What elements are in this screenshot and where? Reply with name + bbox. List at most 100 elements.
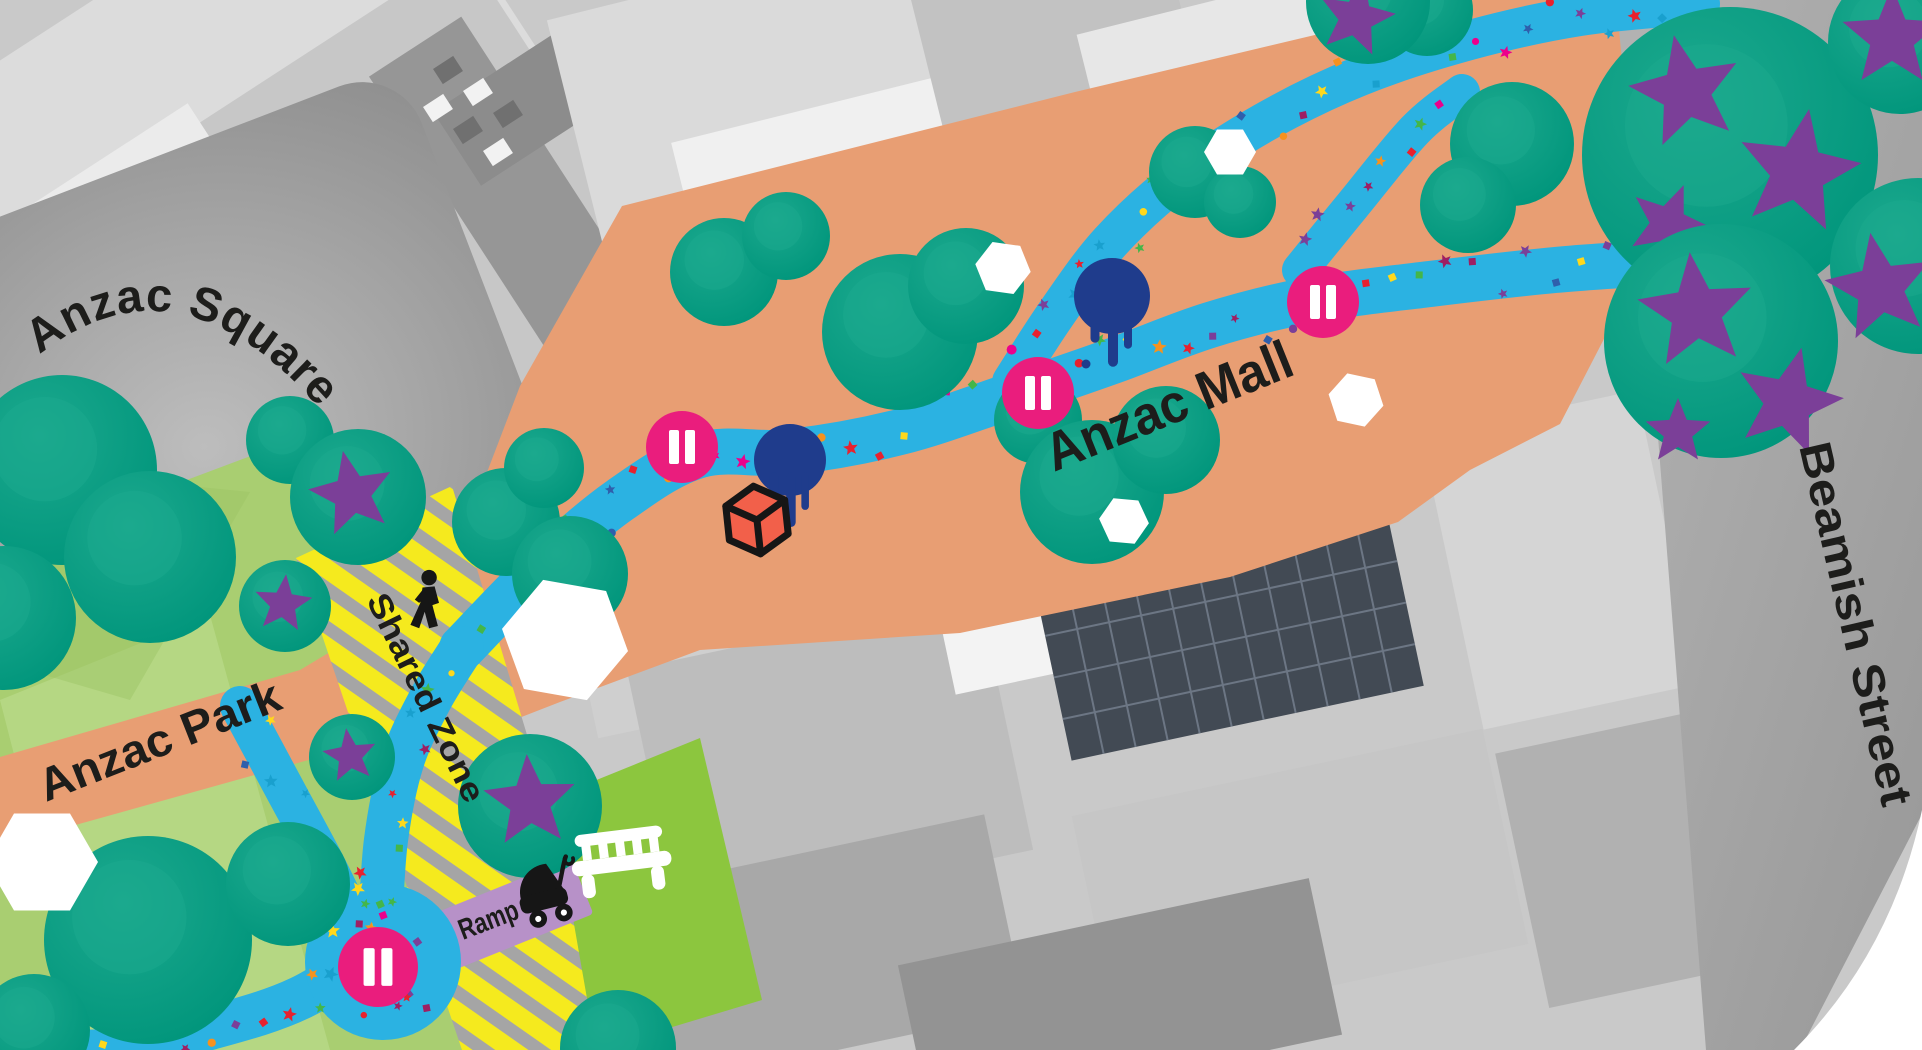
confetti-star <box>1345 200 1356 212</box>
building-roof <box>423 93 453 123</box>
confetti-dot <box>448 670 455 677</box>
event-hexagon <box>975 242 1031 294</box>
star-tree <box>290 429 426 565</box>
star-tree <box>1604 224 1844 460</box>
building-roof <box>897 878 1343 1050</box>
confetti-square <box>98 1040 108 1049</box>
confetti-square <box>900 432 908 440</box>
confetti-dot <box>207 1038 216 1047</box>
confetti-square <box>1415 271 1423 279</box>
pause-marker <box>338 927 418 1007</box>
star-icon <box>1824 232 1922 339</box>
tree <box>44 836 252 1044</box>
star-icon <box>308 451 391 535</box>
confetti-square <box>375 899 385 909</box>
building-roof <box>493 99 523 129</box>
confetti-star <box>1134 242 1145 254</box>
building-roof <box>433 55 463 85</box>
pause-marker <box>646 411 718 483</box>
confetti-star <box>314 1002 326 1013</box>
confetti-square <box>1387 272 1397 282</box>
pause-icon <box>1025 376 1035 410</box>
confetti-square <box>1576 257 1586 266</box>
confetti-star <box>388 789 397 799</box>
confetti-star <box>405 707 416 718</box>
confetti-square <box>1468 257 1477 266</box>
confetti-star <box>351 882 365 896</box>
confetti-star <box>1299 232 1313 246</box>
paint-drip-icon <box>1074 258 1150 369</box>
pedestrian-icon <box>410 569 439 629</box>
confetti-star <box>418 743 431 756</box>
star-icon <box>1740 347 1844 454</box>
tree <box>0 546 76 690</box>
confetti-square <box>628 465 638 474</box>
confetti-square <box>874 451 885 461</box>
tree <box>1420 157 1516 253</box>
star-tree <box>239 560 331 652</box>
star-icon <box>1842 0 1922 81</box>
confetti-star <box>323 966 339 982</box>
building-roof <box>463 77 493 107</box>
star-tree <box>1306 0 1430 64</box>
confetti-square <box>378 910 388 920</box>
tree <box>0 974 90 1050</box>
confetti-dot <box>1074 358 1084 368</box>
building-roof <box>1421 390 1699 730</box>
star-icon <box>1628 35 1737 145</box>
confetti-square <box>422 1003 431 1013</box>
confetti-star <box>843 440 858 455</box>
confetti-dot <box>1006 344 1017 355</box>
confetti-star <box>1497 288 1508 299</box>
confetti-square <box>1602 241 1612 251</box>
confetti-square <box>1448 52 1457 62</box>
confetti-dot <box>1279 132 1288 141</box>
pause-marker <box>1002 357 1074 429</box>
tree <box>1112 386 1220 494</box>
confetti-square <box>1236 110 1246 121</box>
confetti-square <box>1372 80 1380 88</box>
confetti-star <box>353 866 367 880</box>
route-mall-link <box>1282 74 1480 288</box>
confetti-star <box>1627 9 1641 23</box>
tree <box>504 428 584 508</box>
confetti-star <box>180 1044 191 1050</box>
confetti-star <box>1575 7 1587 20</box>
star-tree <box>1582 7 1878 303</box>
layer-icons <box>338 266 1359 1007</box>
pram-icon <box>519 854 576 928</box>
confetti-square <box>1209 332 1217 340</box>
confetti-dot <box>1471 37 1480 46</box>
confetti-star <box>401 992 412 1002</box>
star-tree <box>309 714 395 800</box>
confetti-square <box>1406 147 1417 158</box>
confetti-star <box>1523 23 1534 35</box>
event-hexagon <box>1204 129 1256 175</box>
confetti-square <box>1263 334 1273 345</box>
confetti-star <box>1152 339 1167 354</box>
star-tree <box>1828 0 1922 114</box>
star-icon <box>1645 398 1711 460</box>
tree <box>64 471 236 643</box>
confetti-star <box>1311 207 1325 222</box>
confetti-square <box>258 1017 269 1028</box>
star-icon <box>1632 185 1710 265</box>
confetti-dot <box>1288 324 1298 334</box>
tree <box>226 822 350 946</box>
confetti-square <box>395 844 403 852</box>
route-mall-upper <box>992 0 1720 402</box>
confetti-star <box>360 898 371 909</box>
tree <box>560 990 676 1050</box>
confetti-star <box>604 484 616 495</box>
bench-icon <box>571 825 672 899</box>
confetti-star <box>265 715 276 726</box>
confetti-dot <box>360 1011 368 1019</box>
star-icon <box>1322 0 1396 55</box>
star-tree <box>458 734 602 878</box>
bench-lawn <box>552 738 762 1050</box>
route-park-in <box>358 626 484 952</box>
confetti-star <box>1499 45 1513 59</box>
star-icon <box>255 574 313 630</box>
